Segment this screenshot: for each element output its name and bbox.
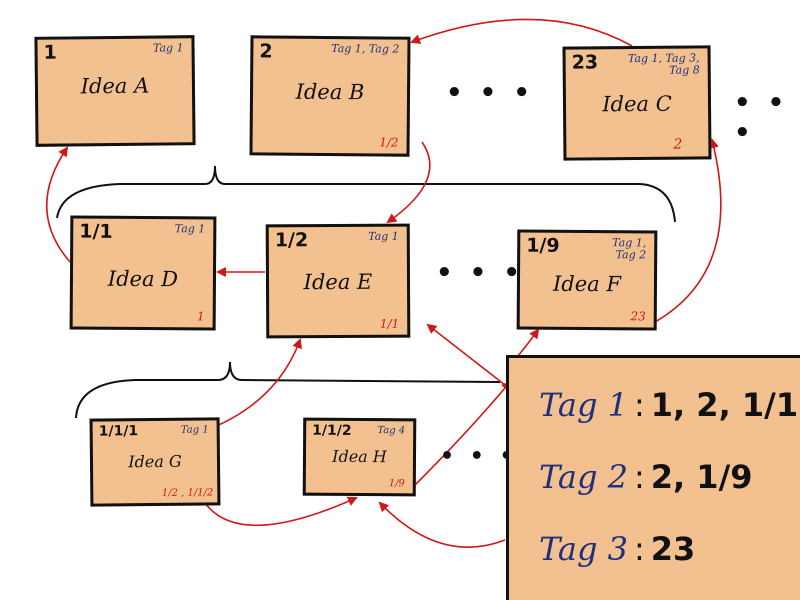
ellipsis-level-1b: • • • [734, 88, 789, 148]
tag-values: 1, 2, 1/1 [650, 386, 799, 424]
brace-level-3 [75, 361, 501, 419]
tag-separator: : [633, 530, 645, 568]
tag-values: 2, 1/9 [650, 458, 753, 496]
tag-separator: : [633, 458, 645, 496]
tag-separator: : [633, 386, 645, 424]
card-number: 1/1 [79, 220, 113, 243]
card-reference: 1/1 [379, 316, 400, 331]
card-number: 1/1/2 [312, 422, 352, 439]
ellipsis-level-2: • • • [436, 258, 524, 288]
card-title: Idea E [303, 270, 373, 295]
tag-index-panel: Tag 1:1, 2, 1/1 Tag 2:2, 1/9 Tag 3:23 [506, 355, 800, 600]
idea-card-b[interactable]: 2 Tag 1, Tag 2 Idea B 1/2 [249, 35, 411, 157]
idea-card-e[interactable]: 1/2 Tag 1 Idea E 1/1 [265, 223, 411, 339]
arrow-g-to-e [211, 338, 302, 429]
card-tags: Tag 1, Tag 2 [331, 42, 400, 56]
card-tags: Tag 1 [368, 229, 399, 243]
arrow-h-to-f [411, 380, 512, 489]
card-number: 1/9 [526, 234, 560, 257]
idea-card-h[interactable]: 1/1/2 Tag 4 Idea H 1/9 [302, 417, 417, 497]
arrow-d-to-a [45, 146, 71, 263]
idea-card-d[interactable]: 1/1 Tag 1 Idea D 1 [69, 215, 217, 331]
card-title: Idea G [128, 451, 182, 472]
arrow-b-to-e [386, 141, 431, 224]
card-title: Idea B [295, 79, 365, 105]
card-tags: Tag 1 [180, 424, 209, 436]
card-title: Idea A [80, 74, 150, 99]
card-title: Idea C [602, 91, 672, 117]
card-tags: Tag 1 [152, 41, 184, 55]
card-reference: 1 [197, 309, 205, 324]
card-number: 23 [571, 51, 599, 74]
tag-index-row: Tag 2:2, 1/9 [539, 458, 753, 496]
card-number: 1 [43, 41, 57, 64]
tag-index-row: Tag 3:23 [539, 530, 695, 568]
card-reference: 2 [673, 136, 683, 153]
card-title: Idea F [552, 272, 622, 297]
card-number: 1/1/1 [98, 423, 139, 440]
card-tags: Tag 1, Tag 2 [612, 236, 647, 262]
idea-card-g[interactable]: 1/1/1 Tag 1 Idea G 1/2 , 1/1/2 [89, 417, 221, 507]
tag-index-row: Tag 1:1, 2, 1/1 [539, 386, 798, 424]
card-tags: Tag 4 [377, 425, 406, 437]
tag-values: 23 [650, 530, 696, 568]
brace-level-2 [56, 165, 676, 223]
arrow-c-to-b [410, 18, 633, 47]
card-reference: 23 [630, 309, 646, 324]
card-reference: 1/2 [379, 135, 399, 150]
arrow-index-to-h [378, 501, 506, 548]
tag-name: Tag 3 [539, 530, 628, 568]
card-number: 1/2 [274, 229, 309, 252]
ellipsis-level-1: • • • [446, 78, 534, 108]
card-tags: Tag 1 [174, 222, 206, 236]
card-reference: 1/2 , 1/1/2 [161, 487, 214, 499]
ellipsis-level-3: • • • [440, 444, 518, 469]
idea-card-a[interactable]: 1 Tag 1 Idea A [34, 35, 196, 147]
card-tags: Tag 1, Tag 3, Tag 8 [627, 51, 700, 77]
arrow-g-to-h [204, 496, 358, 527]
card-reference: 1/9 [388, 478, 405, 490]
tag-name: Tag 1 [539, 386, 628, 424]
idea-card-c[interactable]: 23 Tag 1, Tag 3, Tag 8 Idea C 2 [562, 45, 712, 161]
card-number: 2 [259, 40, 273, 63]
card-title: Idea H [332, 446, 387, 467]
idea-card-f[interactable]: 1/9 Tag 1, Tag 2 Idea F 23 [516, 229, 658, 331]
card-title: Idea D [107, 266, 179, 291]
arrow-index-to-e [426, 323, 506, 386]
arrow-f-to-c [654, 138, 722, 323]
tag-name: Tag 2 [539, 458, 628, 496]
